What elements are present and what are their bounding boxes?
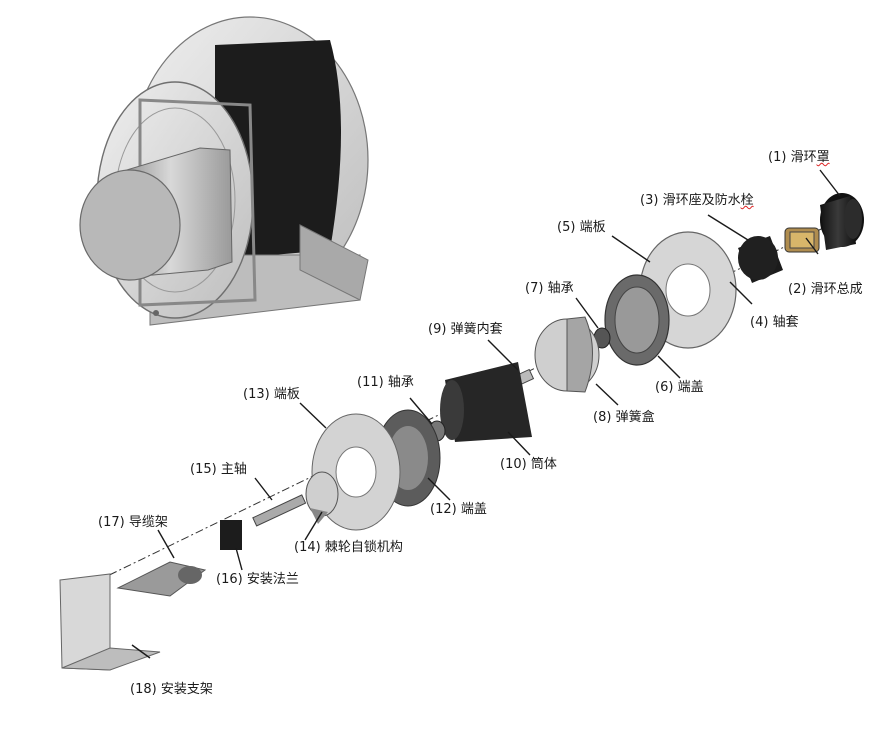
part-number: (8) <box>593 410 612 425</box>
part-label-12: (12) 端盖 <box>430 502 487 517</box>
part-name-tail: 栓 <box>740 193 754 208</box>
part-number: (6) <box>655 380 674 395</box>
part-name: 安装支架 <box>160 682 213 697</box>
part-label-13: (13) 端板 <box>243 387 300 402</box>
part-number: (3) <box>640 193 659 208</box>
part-number: (10) <box>500 457 527 472</box>
part-name: 安装法兰 <box>246 572 299 587</box>
part-name: 滑环总成 <box>810 282 863 297</box>
part-number: (7) <box>525 281 544 296</box>
part-label-2: (2) 滑环总成 <box>788 282 863 297</box>
part-number: (2) <box>788 282 807 297</box>
part-name: 主轴 <box>220 462 247 477</box>
part-label-7: (7) 轴承 <box>525 281 574 296</box>
part-label-3: (3) 滑环座及防水栓 <box>640 193 754 208</box>
part-name-main: 滑环座及防水 <box>662 193 741 208</box>
part-name: 滑环座及防水栓 <box>663 193 754 208</box>
part-name: 轴承 <box>547 281 574 296</box>
part-number: (14) <box>294 540 321 555</box>
part-number: (11) <box>357 375 384 390</box>
part-label-1: (1) 滑环罩 <box>768 150 830 165</box>
part-number: (4) <box>750 315 769 330</box>
part-name-main: 滑环 <box>790 150 817 165</box>
part-label-16: (16) 安装法兰 <box>216 572 299 587</box>
part-number: (18) <box>130 682 157 697</box>
part-label-10: (10) 筒体 <box>500 457 557 472</box>
part-label-9: (9) 弹簧内套 <box>428 322 503 337</box>
part-name: 端盖 <box>460 502 487 517</box>
part-name: 滑环罩 <box>791 150 830 165</box>
part-name: 导缆架 <box>128 515 168 530</box>
part-label-18: (18) 安装支架 <box>130 682 213 697</box>
part-number: (17) <box>98 515 125 530</box>
part-number: (13) <box>243 387 270 402</box>
part-number: (9) <box>428 322 447 337</box>
leader-lines <box>131 169 841 659</box>
part-number: (5) <box>557 220 576 235</box>
part-name: 轴套 <box>772 315 799 330</box>
part-name: 端板 <box>273 387 300 402</box>
part-label-14: (14) 棘轮自锁机构 <box>294 540 403 555</box>
assembled-reel <box>79 16 369 326</box>
part-label-6: (6) 端盖 <box>655 380 704 395</box>
part-number: (1) <box>768 150 787 165</box>
part-name: 弹簧内套 <box>450 322 503 337</box>
part-name: 棘轮自锁机构 <box>324 540 403 555</box>
part-label-15: (15) 主轴 <box>190 462 247 477</box>
part-number: (15) <box>190 462 217 477</box>
part-name: 端盖 <box>677 380 704 395</box>
part-name: 筒体 <box>530 457 557 472</box>
part-label-11: (11) 轴承 <box>357 375 414 390</box>
part-name: 轴承 <box>387 375 414 390</box>
part-label-4: (4) 轴套 <box>750 315 799 330</box>
part-number: (12) <box>430 502 457 517</box>
part-graphics <box>59 193 864 671</box>
part-name: 弹簧盒 <box>615 410 655 425</box>
part-label-8: (8) 弹簧盒 <box>593 410 655 425</box>
part-name: 端板 <box>579 220 606 235</box>
part-number: (16) <box>216 572 243 587</box>
part-label-17: (17) 导缆架 <box>98 515 168 530</box>
part-name-tail: 罩 <box>816 150 830 165</box>
part-label-5: (5) 端板 <box>557 220 606 235</box>
